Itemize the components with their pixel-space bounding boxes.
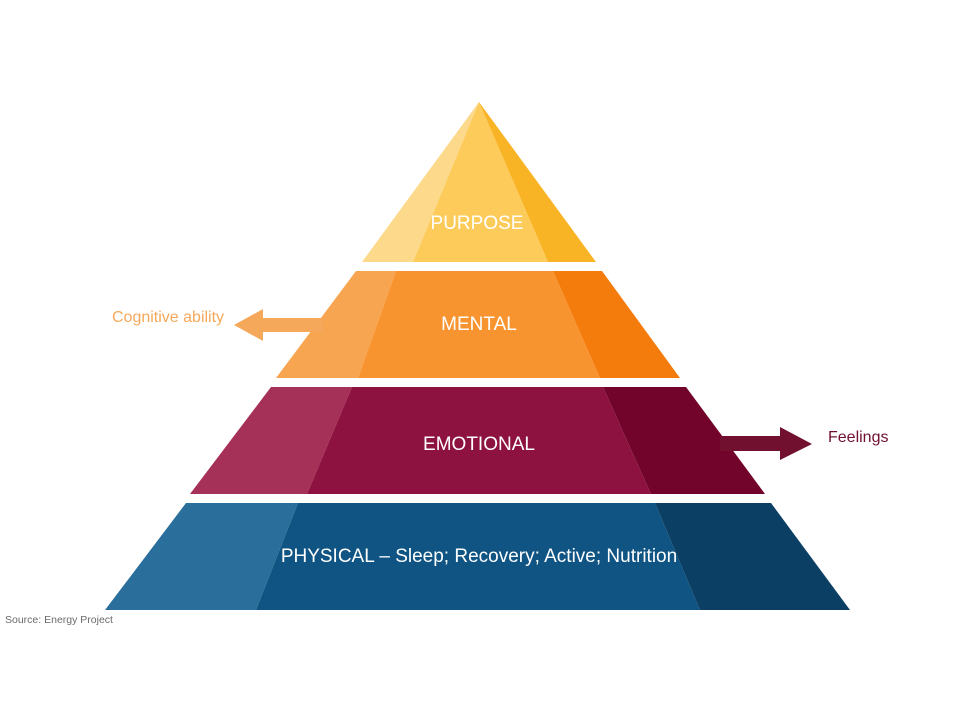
layer-emotional-center-facet [307, 387, 651, 494]
layer-emotional-right-facet [603, 387, 765, 494]
source-note: Source: Energy Project [5, 614, 113, 626]
layer-mental-center-facet [358, 271, 600, 378]
layer-purpose: PURPOSE [362, 102, 596, 262]
layer-physical-left-facet [105, 503, 298, 610]
layer-emotional: EMOTIONAL [190, 387, 765, 494]
feelings-callout: Feelings [720, 427, 888, 460]
layer-mental: MENTAL [276, 271, 680, 378]
arrow-left-icon [234, 309, 323, 341]
layer-physical: PHYSICAL – Sleep; Recovery; Active; Nutr… [105, 503, 850, 610]
layer-purpose-left-facet [362, 102, 479, 262]
layer-mental-left-facet [276, 271, 396, 378]
arrow-right-icon [720, 427, 812, 460]
feelings-label: Feelings [828, 429, 888, 446]
layer-mental-label: MENTAL [441, 314, 517, 335]
layer-physical-label: PHYSICAL – Sleep; Recovery; Active; Nutr… [281, 546, 677, 567]
layer-purpose-label: PURPOSE [431, 213, 524, 234]
layer-purpose-center-facet [413, 102, 548, 262]
layer-emotional-left-facet [190, 387, 352, 494]
layer-purpose-right-facet [479, 102, 596, 262]
layer-emotional-label: EMOTIONAL [423, 434, 535, 455]
layer-physical-right-facet [655, 503, 850, 610]
layer-mental-right-facet [553, 271, 680, 378]
cognitive-ability-label: Cognitive ability [112, 309, 224, 326]
cognitive-callout: Cognitive ability [112, 309, 323, 341]
layer-physical-center-facet [256, 503, 700, 610]
